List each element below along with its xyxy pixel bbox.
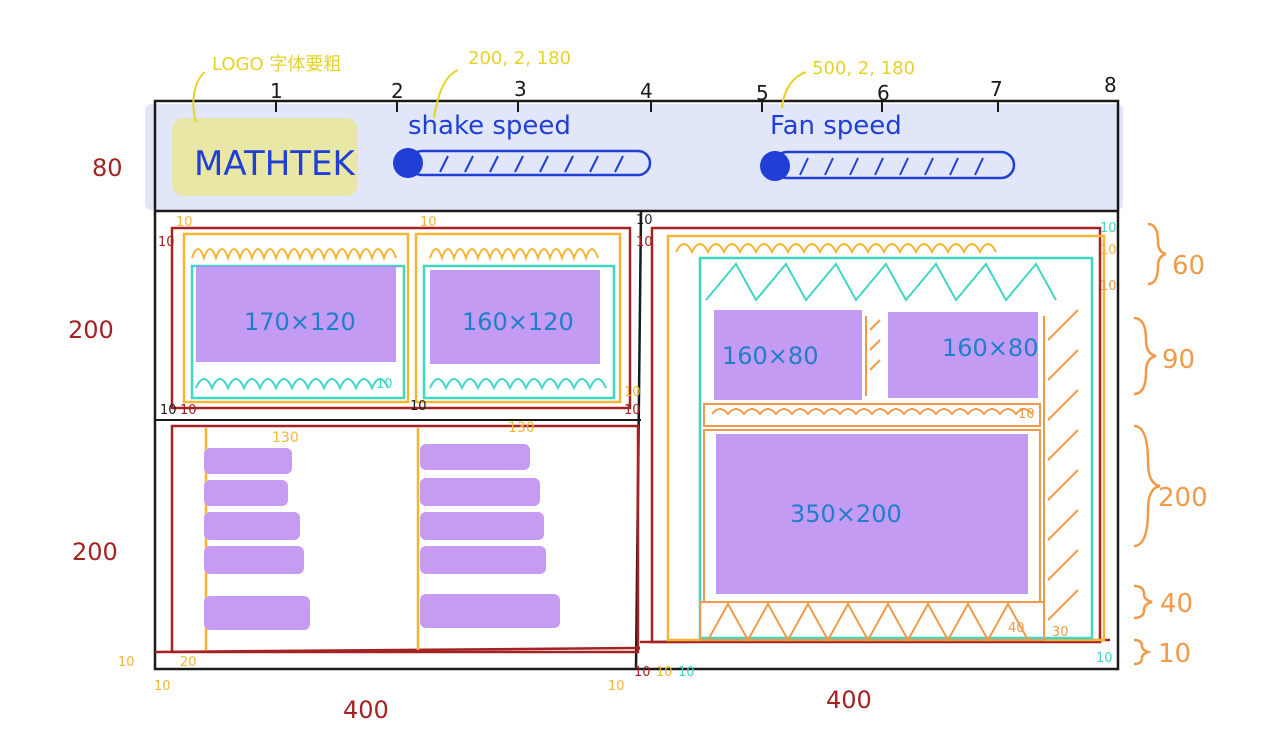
shake-speed-label: shake speed — [408, 111, 571, 141]
right-braces — [1133, 222, 1167, 666]
mark-30: 30 — [1052, 625, 1069, 640]
logo-box — [172, 118, 358, 196]
fan-track-hatch — [799, 157, 984, 176]
box-5-label: 350×200 — [790, 500, 902, 528]
box-3 — [714, 310, 862, 400]
fan-speed-knob[interactable] — [760, 151, 790, 181]
dim-right-width: 400 — [826, 686, 872, 714]
mark-10-a: 10 — [176, 215, 193, 230]
mark-10-b: 10 — [158, 235, 175, 250]
orange-regions — [699, 309, 1079, 643]
ruler-tick-5: 5 — [756, 81, 769, 105]
shake-note-arrow — [433, 69, 459, 119]
mark-10-v: 10 — [1096, 651, 1113, 666]
mark-40: 40 — [1008, 621, 1025, 636]
ruler-tick-7: 7 — [990, 77, 1003, 101]
right-dim-200: 200 — [1158, 483, 1208, 513]
mark-10-p: 10 — [118, 655, 135, 670]
ruler-tick-1: 1 — [270, 79, 283, 103]
mark-10-l: 10 — [410, 399, 427, 414]
box-1-label: 170×120 — [244, 308, 356, 336]
right-dim-90: 90 — [1162, 345, 1195, 375]
mark-20: 20 — [180, 655, 197, 670]
box-4 — [888, 312, 1038, 398]
mark-10-d: 10 — [636, 213, 653, 228]
ruler-tick-6: 6 — [877, 81, 890, 105]
shake-speed-knob[interactable] — [393, 148, 423, 178]
right-dim-10: 10 — [1158, 639, 1191, 669]
mark-10-j: 10 — [180, 403, 197, 418]
mark-10-q: 10 — [154, 679, 171, 694]
list-width-1: 130 — [272, 430, 299, 446]
ruler-tick-2: 2 — [391, 79, 404, 103]
fan-note-arrow — [781, 71, 807, 109]
ruler-tick-8: 8 — [1104, 73, 1117, 97]
mark-10-f: 10 — [1100, 221, 1117, 236]
mark-10-g: 10 — [1100, 243, 1117, 258]
small-marks: 10 10 10 10 10 10 10 10 10 10 10 10 10 1… — [118, 213, 1117, 694]
box-2-label: 160×120 — [462, 308, 574, 336]
ruler-tick-4: 4 — [640, 79, 653, 103]
mark-10-t: 10 — [656, 665, 673, 680]
list-width-2: 130 — [508, 420, 535, 436]
cyan-wave-2 — [429, 378, 607, 391]
mark-10-r: 10 — [608, 679, 625, 694]
header-band — [145, 104, 1123, 210]
list-width-labels: 130 130 — [272, 420, 535, 446]
box-5 — [716, 434, 1028, 594]
dim-left-width: 400 — [343, 696, 389, 724]
mark-10-m: 10 — [624, 385, 641, 400]
mark-10-i: 10 — [160, 403, 177, 418]
logo-note: LOGO 字体要粗 — [212, 54, 341, 75]
box-1 — [196, 266, 396, 362]
box-2 — [430, 270, 600, 364]
right-dim-40: 40 — [1160, 589, 1193, 619]
yellow-wave-1 — [191, 248, 397, 262]
dim-header-height: 80 — [92, 154, 123, 182]
dim-left-bottom-height: 200 — [72, 538, 118, 566]
dimension-labels: 80 200 200 400 400 — [68, 154, 872, 724]
yellow-wave-3 — [675, 243, 997, 255]
box-labels: 170×120 160×120 160×80 160×80 350×200 — [244, 308, 1038, 528]
cyan-wave-1 — [195, 378, 389, 391]
logo-text: MATHTEK — [194, 144, 357, 184]
mark-10-h: 10 — [1100, 279, 1117, 294]
mark-10-k: 10 — [376, 377, 393, 392]
mark-10-o: 10 — [1018, 407, 1035, 422]
list-bars — [204, 444, 560, 630]
yellow-wave-2 — [429, 248, 599, 262]
cyan-wave-3 — [705, 262, 1057, 302]
purple-boxes — [196, 266, 1038, 594]
box-4-label: 160×80 — [942, 334, 1038, 362]
mark-10-n: 10 — [624, 403, 641, 418]
mark-10-u: 10 — [678, 665, 695, 680]
mark-10-c: 10 — [420, 215, 437, 230]
shake-track-hatch — [439, 155, 624, 173]
logo-note-arrow — [192, 71, 206, 123]
mark-10-e: 10 — [636, 235, 653, 250]
ruler — [275, 101, 999, 112]
dim-left-top-height: 200 — [68, 316, 114, 344]
shake-note: 200, 2, 180 — [468, 48, 571, 69]
box-3-label: 160×80 — [722, 342, 818, 370]
fan-note: 500, 2, 180 — [812, 58, 915, 79]
mark-10-s: 10 — [634, 665, 651, 680]
right-dimension-labels: 60 90 200 40 10 — [1158, 251, 1208, 669]
right-dim-60: 60 — [1172, 251, 1205, 281]
ruler-labels: 1 2 3 4 5 6 7 8 — [270, 73, 1117, 105]
ruler-tick-3: 3 — [514, 77, 527, 101]
fan-speed-label: Fan speed — [770, 111, 902, 141]
